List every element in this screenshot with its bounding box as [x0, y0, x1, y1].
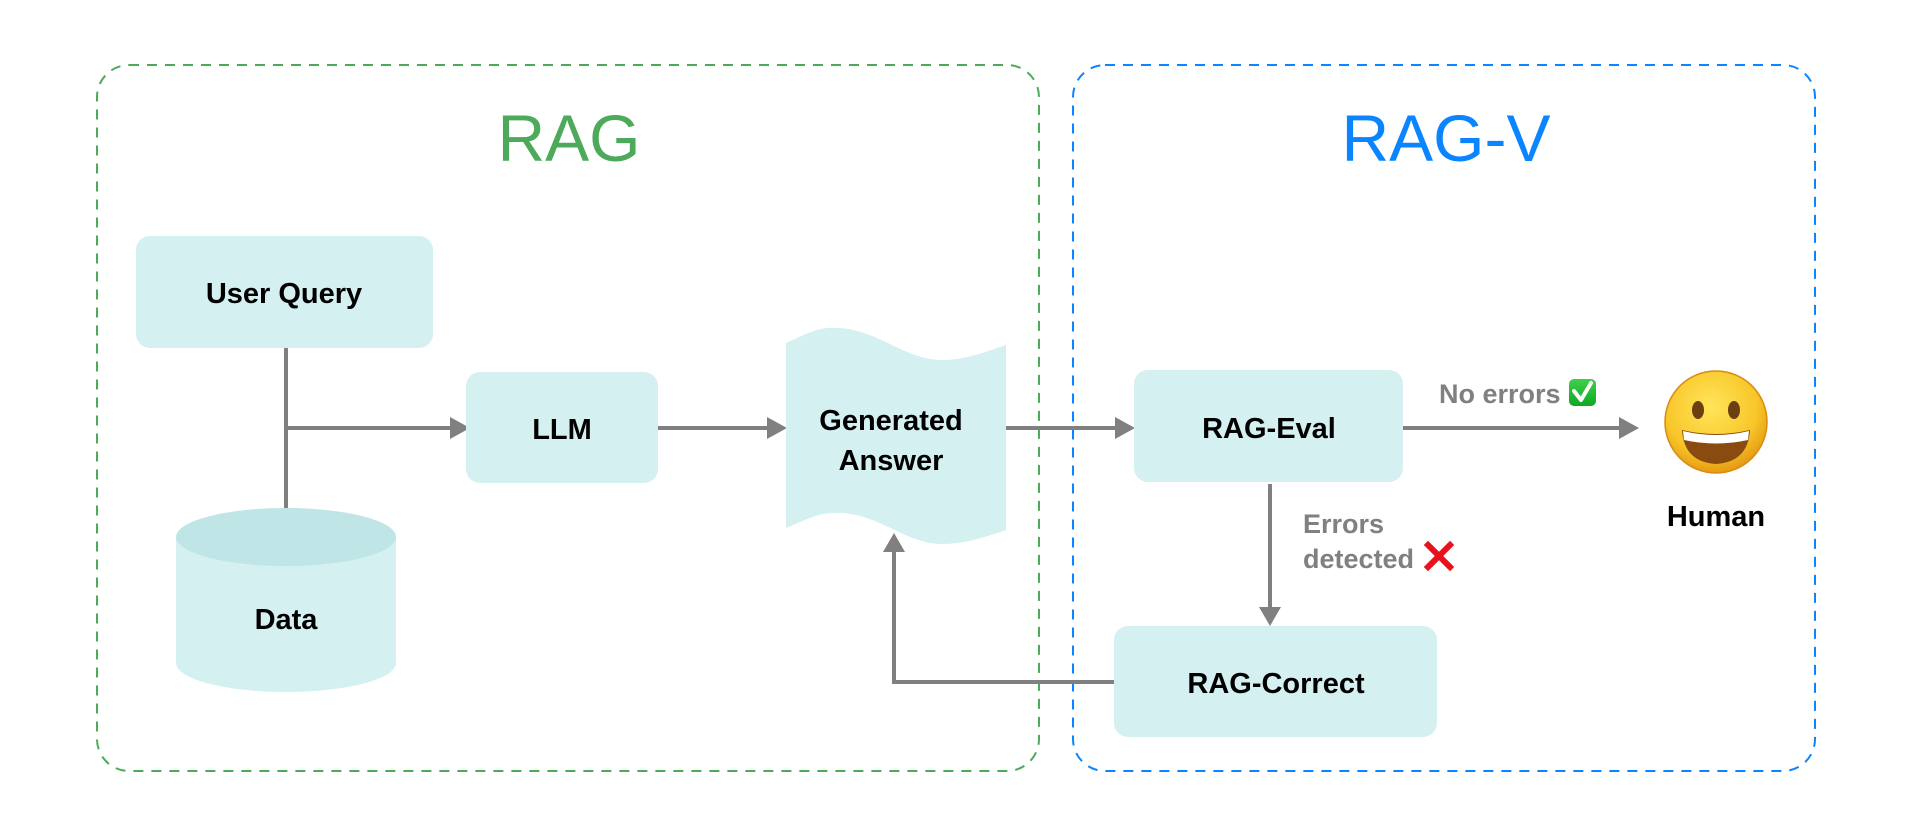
- rag-group-border: [96, 64, 1040, 772]
- node-data: Data: [176, 508, 396, 692]
- edge-label-no-errors: No errors: [1439, 379, 1596, 409]
- errors-detected-label-line2: detected: [1303, 544, 1414, 574]
- check-mark-button-icon: [1569, 379, 1596, 406]
- rag-group-title: RAG: [497, 101, 640, 175]
- node-data-label: Data: [255, 604, 319, 636]
- node-generated-answer: Generated Answer: [786, 327, 1006, 544]
- node-user-query-label: User Query: [206, 278, 362, 310]
- node-rag-correct-label: RAG-Correct: [1187, 668, 1365, 700]
- node-rag-eval-label: RAG-Eval: [1202, 413, 1336, 445]
- arrowhead-icon: [1259, 607, 1281, 626]
- edge-llm-to-answer: [658, 417, 787, 439]
- rag-v-group-title: RAG-V: [1341, 101, 1550, 175]
- errors-detected-label-line1: Errors: [1303, 509, 1384, 539]
- node-human: Human: [1664, 370, 1768, 533]
- edge-label-errors-detected: Errors detected: [1303, 509, 1455, 574]
- node-rag-correct: RAG-Correct: [1114, 626, 1437, 737]
- edge-answer-to-eval: [1006, 417, 1135, 439]
- node-user-query: User Query: [136, 236, 433, 348]
- arrowhead-icon: [1115, 417, 1135, 439]
- arrowhead-icon: [1619, 417, 1639, 439]
- node-llm-label: LLM: [532, 414, 592, 446]
- arrowhead-icon: [450, 417, 470, 439]
- edge-eval-to-correct: [1259, 484, 1281, 626]
- edge-eval-to-human: [1403, 417, 1639, 439]
- arrowhead-icon: [767, 417, 787, 439]
- node-generated-answer-label-line2: Answer: [839, 445, 944, 477]
- cross-mark-icon: [1423, 540, 1455, 572]
- document-wave-icon: [786, 327, 1006, 544]
- rag-v-group-border: [1072, 64, 1816, 772]
- node-human-label: Human: [1667, 501, 1765, 533]
- node-generated-answer-label-line1: Generated: [819, 405, 962, 437]
- no-errors-label: No errors: [1439, 379, 1561, 409]
- node-llm: LLM: [466, 372, 658, 483]
- edge-correct-to-answer: [883, 533, 1114, 684]
- edge-query-data-to-llm: [284, 348, 470, 509]
- grinning-face-icon: [1664, 370, 1768, 474]
- arrowhead-icon: [883, 533, 905, 552]
- node-rag-eval: RAG-Eval: [1134, 370, 1403, 482]
- database-cylinder-icon: [176, 537, 396, 692]
